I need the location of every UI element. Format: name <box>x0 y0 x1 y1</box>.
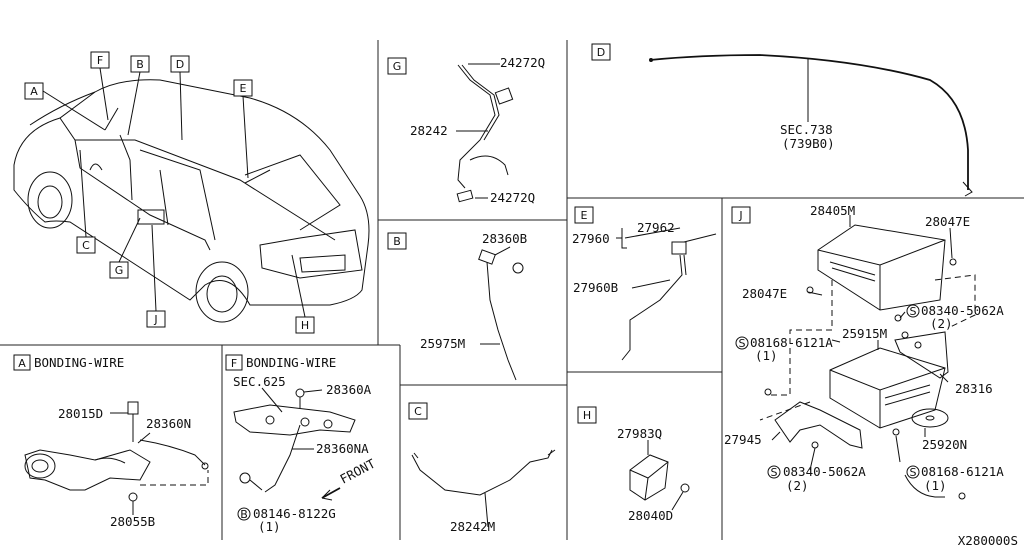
panel-c-art <box>408 402 556 528</box>
letter-h-panel: H <box>583 409 591 422</box>
footer-code: X280000S <box>958 533 1018 548</box>
part-28040d: 28040D <box>628 508 673 523</box>
letter-a-car: A <box>30 85 38 98</box>
s-prefix-4: S <box>910 466 917 479</box>
part-739b0: (739B0) <box>782 136 835 151</box>
part-27960: 27960 <box>572 231 610 246</box>
letter-f-panel: F <box>231 357 237 370</box>
part-27983q: 27983Q <box>617 426 662 441</box>
part-28360b: 28360B <box>482 231 527 246</box>
letter-g-panel: G <box>393 60 402 73</box>
b-prefix: B <box>240 508 248 521</box>
part-sec625: SEC.625 <box>233 374 286 389</box>
panel-f-art <box>225 354 356 521</box>
part-27945: 27945 <box>724 432 762 447</box>
part-28055b: 28055B <box>110 514 155 529</box>
letter-c-panel: C <box>414 405 422 418</box>
panel-d-art <box>591 43 973 197</box>
part-08340-top-qty: (2) <box>930 316 953 331</box>
s-prefix-2: S <box>739 337 746 350</box>
panel-h-art <box>577 406 690 511</box>
letter-b-car: B <box>136 58 144 71</box>
part-28242m: 28242M <box>450 519 495 534</box>
part-28360na: 28360NA <box>316 441 369 456</box>
part-sec738: SEC.738 <box>780 122 833 137</box>
part-front: FRONT <box>337 456 378 487</box>
letter-a-panel: A <box>18 357 26 370</box>
part-25975m: 25975M <box>420 336 465 351</box>
panel-j-art <box>731 206 976 500</box>
part-08340-bottom: 08340-5062A <box>783 464 866 479</box>
s-prefix-1: S <box>910 305 917 318</box>
part-08168-bottom: 08168-6121A <box>921 464 1004 479</box>
panel-a-art <box>13 354 209 515</box>
letter-j-car: J <box>153 313 157 326</box>
part-08146-qty: (1) <box>258 519 281 534</box>
part-28360a: 28360A <box>326 382 372 397</box>
part-24272q-bottom: 24272Q <box>490 190 535 205</box>
letter-b-panel: B <box>393 235 401 248</box>
part-08340-top: 08340-5062A <box>921 303 1004 318</box>
part-25920n: 25920N <box>922 437 967 452</box>
part-28242: 28242 <box>410 123 448 138</box>
part-08146: 08146-8122G <box>253 506 336 521</box>
panel-e-art <box>574 206 717 361</box>
part-27960b: 27960B <box>573 280 618 295</box>
part-28015d: 28015D <box>58 406 103 421</box>
part-labels: 24272Q 28242 24272Q SEC.738 (739B0) 2836… <box>58 55 1018 548</box>
s-prefix-3: S <box>771 466 778 479</box>
letter-j-panel: J <box>738 209 742 222</box>
panel-f-title: BONDING-WIRE <box>246 355 336 370</box>
panel-b-art <box>387 232 524 381</box>
part-08168-bottom-qty: (1) <box>924 478 947 493</box>
part-28047e-left: 28047E <box>742 286 787 301</box>
letter-c-car: C <box>82 239 90 252</box>
part-27962: 27962 <box>637 220 675 235</box>
letter-e-panel: E <box>581 209 588 222</box>
letter-h-car: H <box>301 319 309 332</box>
car-overview <box>13 79 370 323</box>
panel-grid <box>0 40 1024 540</box>
part-08340-bottom-qty: (2) <box>786 478 809 493</box>
car-callouts <box>24 51 315 334</box>
panel-g-art <box>387 57 514 203</box>
letter-d-car: D <box>176 58 184 71</box>
s-prefix-markers <box>735 304 920 479</box>
part-28316: 28316 <box>955 381 993 396</box>
letter-e-car: E <box>240 82 247 95</box>
part-08168-left-qty: (1) <box>755 348 778 363</box>
part-28405m: 28405M <box>810 203 855 218</box>
letter-d-panel: D <box>597 46 605 59</box>
panel-a-title: BONDING-WIRE <box>34 355 124 370</box>
part-08168-left: 08168-6121A <box>750 335 833 350</box>
letter-f-car: F <box>97 54 103 67</box>
part-28047e-top: 28047E <box>925 214 970 229</box>
part-24272q-top: 24272Q <box>500 55 545 70</box>
part-28360n: 28360N <box>146 416 191 431</box>
letter-g-car: G <box>115 264 124 277</box>
panel-letters: A F B D E C G J H G D B E J A F C H <box>18 46 742 422</box>
part-25915m: 25915M <box>842 326 887 341</box>
